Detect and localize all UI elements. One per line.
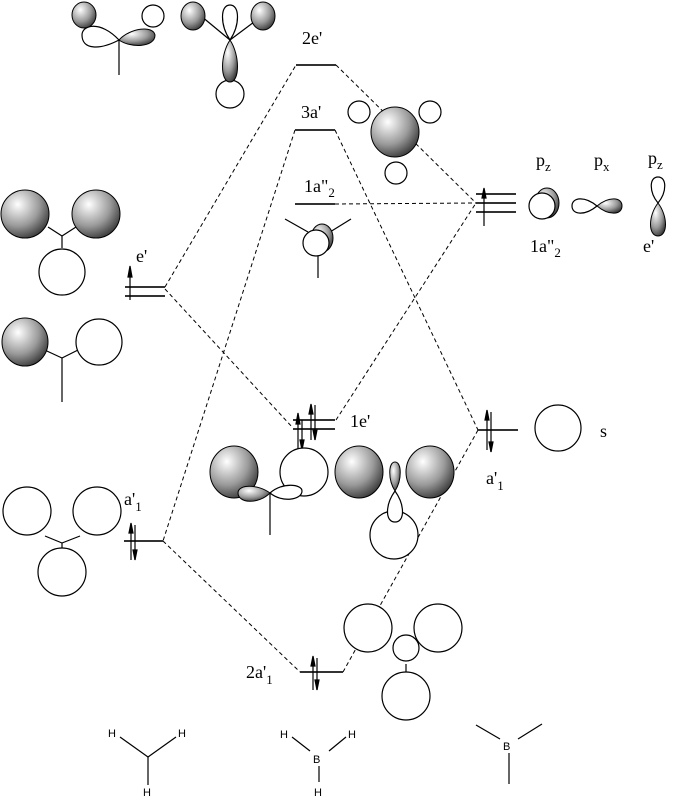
h3-atom-h: H — [178, 728, 186, 740]
h3-a1-orbital — [2, 486, 122, 597]
px-label: px — [594, 150, 610, 174]
boron-p-orbitals: pz px pz 1a"2 e' — [528, 148, 666, 260]
label-3a: 3a' — [301, 102, 321, 122]
boron-level-p — [476, 187, 516, 226]
label-1e: 1e' — [350, 411, 370, 431]
line-1e-to-p — [335, 202, 477, 421]
h3-label-a1: a'1 — [124, 489, 142, 514]
label-2e: 2e' — [302, 28, 322, 48]
h3-level-a1: a'1 — [124, 489, 163, 561]
s-label: s — [600, 421, 607, 441]
h3-e-orbital-1 — [0, 189, 121, 296]
label-2a1: 2a'1 — [246, 662, 273, 687]
mo-1e-orbital-2 — [334, 445, 455, 560]
pz2-label: pz — [648, 148, 663, 172]
correlation-lines — [162, 64, 479, 673]
h3-e-orbital-2 — [1, 317, 123, 402]
pz-vertical-orbital — [650, 176, 666, 204]
electron-arrows — [295, 403, 318, 452]
level-3a: 3a' — [295, 102, 335, 131]
px-orbital — [571, 198, 598, 214]
level-2a1: 2a'1 — [246, 655, 343, 691]
pz-orbital — [528, 192, 556, 220]
level-1e: 1e' — [293, 403, 370, 452]
bh3-atom-h: H — [348, 729, 356, 741]
h3-atom-h: H — [108, 728, 116, 740]
line-e-to-1e — [164, 288, 294, 429]
level-1a2: 1a"2 — [295, 176, 335, 205]
line-a2-to-pz — [334, 202, 477, 205]
h3-atom-h: H — [143, 787, 151, 799]
mo-2e-orbital-2 — [180, 1, 276, 109]
line-3a-to-h-a1 — [162, 129, 296, 542]
b-atom: B — [503, 741, 510, 753]
boron-label-e: e' — [643, 236, 654, 256]
line-h-a1-to-2a1 — [162, 540, 301, 673]
h3-label-e: e' — [136, 246, 147, 266]
line-3a-to-s — [334, 129, 479, 431]
structure-b: B — [475, 723, 543, 784]
structure-h3: H H H — [108, 728, 186, 799]
mo-2e-orbital-1 — [71, 1, 165, 75]
pz1-label: pz — [536, 150, 551, 174]
boron-level-s: a'1 s — [478, 404, 607, 493]
boron-label-a1: a'1 — [486, 468, 504, 493]
level-2e: 2e' — [296, 28, 336, 66]
bh3-atom-h: H — [314, 787, 322, 799]
bh3-atom-b: B — [313, 754, 320, 766]
bh3-atom-h: H — [280, 729, 288, 741]
h3-level-e: e' — [125, 246, 165, 300]
label-1a2: 1a"2 — [304, 176, 335, 200]
structure-bh3: H B H H — [280, 729, 356, 799]
mo-1e-orbital-1 — [209, 445, 329, 535]
mo-2a1-orbital — [343, 603, 463, 721]
mo-1a2-orbital — [284, 218, 352, 278]
line-e-to-2e — [164, 64, 297, 288]
mo-3a-orbital — [347, 100, 442, 185]
s-orbital — [534, 404, 582, 452]
boron-label-a2: 1a"2 — [530, 236, 561, 260]
